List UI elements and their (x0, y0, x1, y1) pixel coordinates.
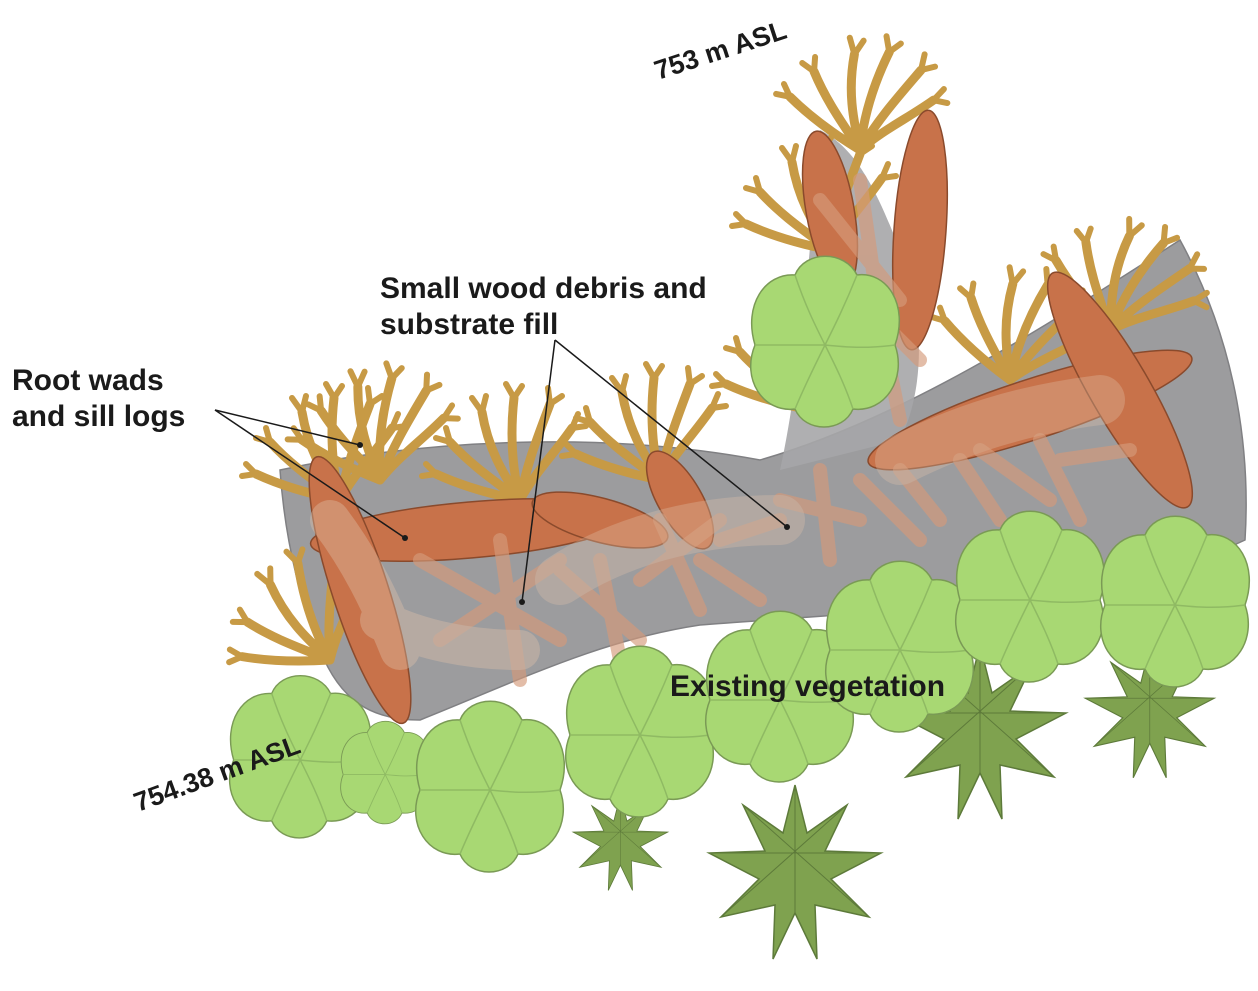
shrub (1101, 516, 1250, 687)
shrub (826, 561, 975, 732)
conifer (709, 785, 881, 959)
shrub (956, 511, 1105, 682)
shrub (416, 701, 565, 872)
leader-dot (519, 599, 525, 605)
elevation-label-top: 753 m ASL (651, 15, 791, 86)
vegetation-label: Existing vegetation (670, 670, 945, 703)
root-wads-label-line2: and sill logs (12, 400, 185, 433)
leader-dot (402, 535, 408, 541)
small-wood-label-line2: substrate fill (380, 308, 558, 341)
shrub (751, 256, 900, 427)
root-wads-label-line1: Root wads (12, 364, 164, 397)
small-wood-label-line1: Small wood debris and (380, 272, 707, 305)
leader-dot (357, 442, 363, 448)
leader-dot (784, 524, 790, 530)
